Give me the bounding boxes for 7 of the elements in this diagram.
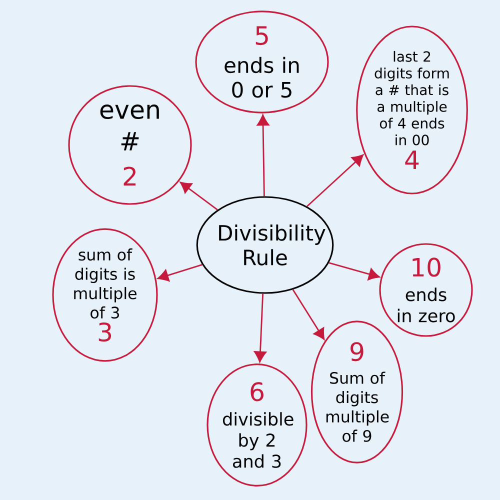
arrow <box>180 182 218 210</box>
arrow <box>254 294 266 362</box>
arrow <box>256 114 270 196</box>
arrow <box>306 154 364 207</box>
arrow <box>292 289 325 340</box>
arrow <box>157 264 202 282</box>
arrow <box>328 262 380 280</box>
